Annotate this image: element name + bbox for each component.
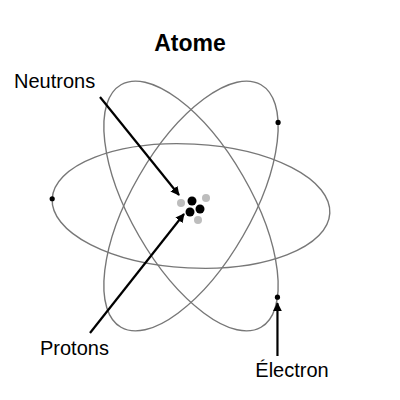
electron: [275, 295, 280, 300]
electrons: [50, 120, 281, 300]
diagram-title: Atome: [154, 30, 226, 56]
neutron: [202, 194, 210, 202]
part-label: Protons: [40, 337, 109, 360]
nucleus: [177, 194, 210, 224]
electron: [275, 120, 280, 125]
orbit: [49, 137, 333, 275]
proton: [186, 208, 195, 217]
leader-arrow: [90, 214, 184, 333]
orbit: [69, 55, 313, 357]
orbit: [69, 55, 313, 357]
proton: [196, 205, 205, 214]
part-label: Électron: [255, 359, 328, 382]
neutron: [177, 199, 185, 207]
orbits: [49, 55, 333, 357]
part-label: Neutrons: [14, 70, 95, 93]
leader-arrow: [276, 303, 278, 356]
neutron: [194, 216, 202, 224]
proton: [188, 197, 197, 206]
leader-arrow: [100, 97, 179, 195]
electron: [50, 196, 55, 201]
